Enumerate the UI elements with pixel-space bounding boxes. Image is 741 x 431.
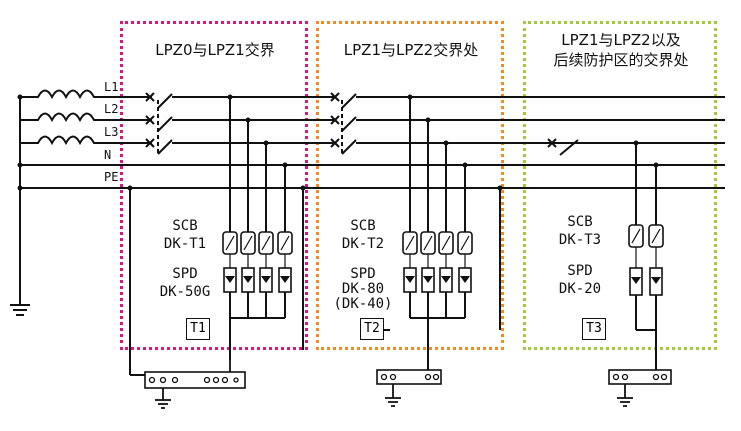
zone-lpz2-subsequent-frame — [523, 21, 717, 350]
zone1-type-tag: T2 — [360, 318, 384, 340]
zone0-scb-label: SCB — [172, 218, 198, 234]
zone2-scb-model: DK-T3 — [558, 232, 602, 248]
inductor-l3 — [20, 135, 140, 146]
zone0-spd-model: DK-50G — [159, 284, 211, 300]
zone1-spd-model: DK-80 — [341, 281, 385, 297]
ground-bar-zone2 — [608, 369, 672, 385]
zone2-title-line1: LPZ1与LPZ2以及 — [561, 31, 681, 49]
zone2-spd-model: DK-20 — [558, 281, 602, 297]
zone-lpz1-lpz2-frame — [316, 21, 504, 350]
zone2-spd-label: SPD — [567, 263, 593, 279]
line-label-l2: L2 — [104, 102, 119, 116]
zone1-scb-label: SCB — [350, 218, 376, 234]
line-label-l3: L3 — [104, 125, 119, 139]
zone0-scb-model: DK-T1 — [163, 236, 207, 252]
line-label-pe: PE — [104, 170, 119, 184]
zone2-title-line2: 后续防护区的交界处 — [553, 51, 689, 69]
inductor-l2 — [20, 112, 140, 123]
zone1-scb-model: DK-T2 — [341, 236, 385, 252]
line-label-n: N — [104, 148, 112, 162]
inductor-l1 — [20, 89, 140, 100]
zone-lpz0-lpz1-frame — [120, 21, 308, 350]
zone0-type-tag: T1 — [186, 318, 210, 340]
zone1-spd-alt-model: (DK-40) — [333, 296, 393, 312]
zone0-spd-label: SPD — [172, 266, 198, 282]
zone2-scb-label: SCB — [567, 214, 593, 230]
zone0-title: LPZ0与LPZ1交界 — [155, 41, 275, 59]
zone2-type-tag: T3 — [582, 318, 606, 340]
ground-bar-zone0 — [144, 371, 246, 389]
zone1-spd-label: SPD — [350, 266, 376, 282]
line-label-l1: L1 — [104, 80, 119, 94]
zone1-title: LPZ1与LPZ2交界处 — [343, 41, 479, 59]
ground-bar-zone1 — [376, 369, 442, 385]
